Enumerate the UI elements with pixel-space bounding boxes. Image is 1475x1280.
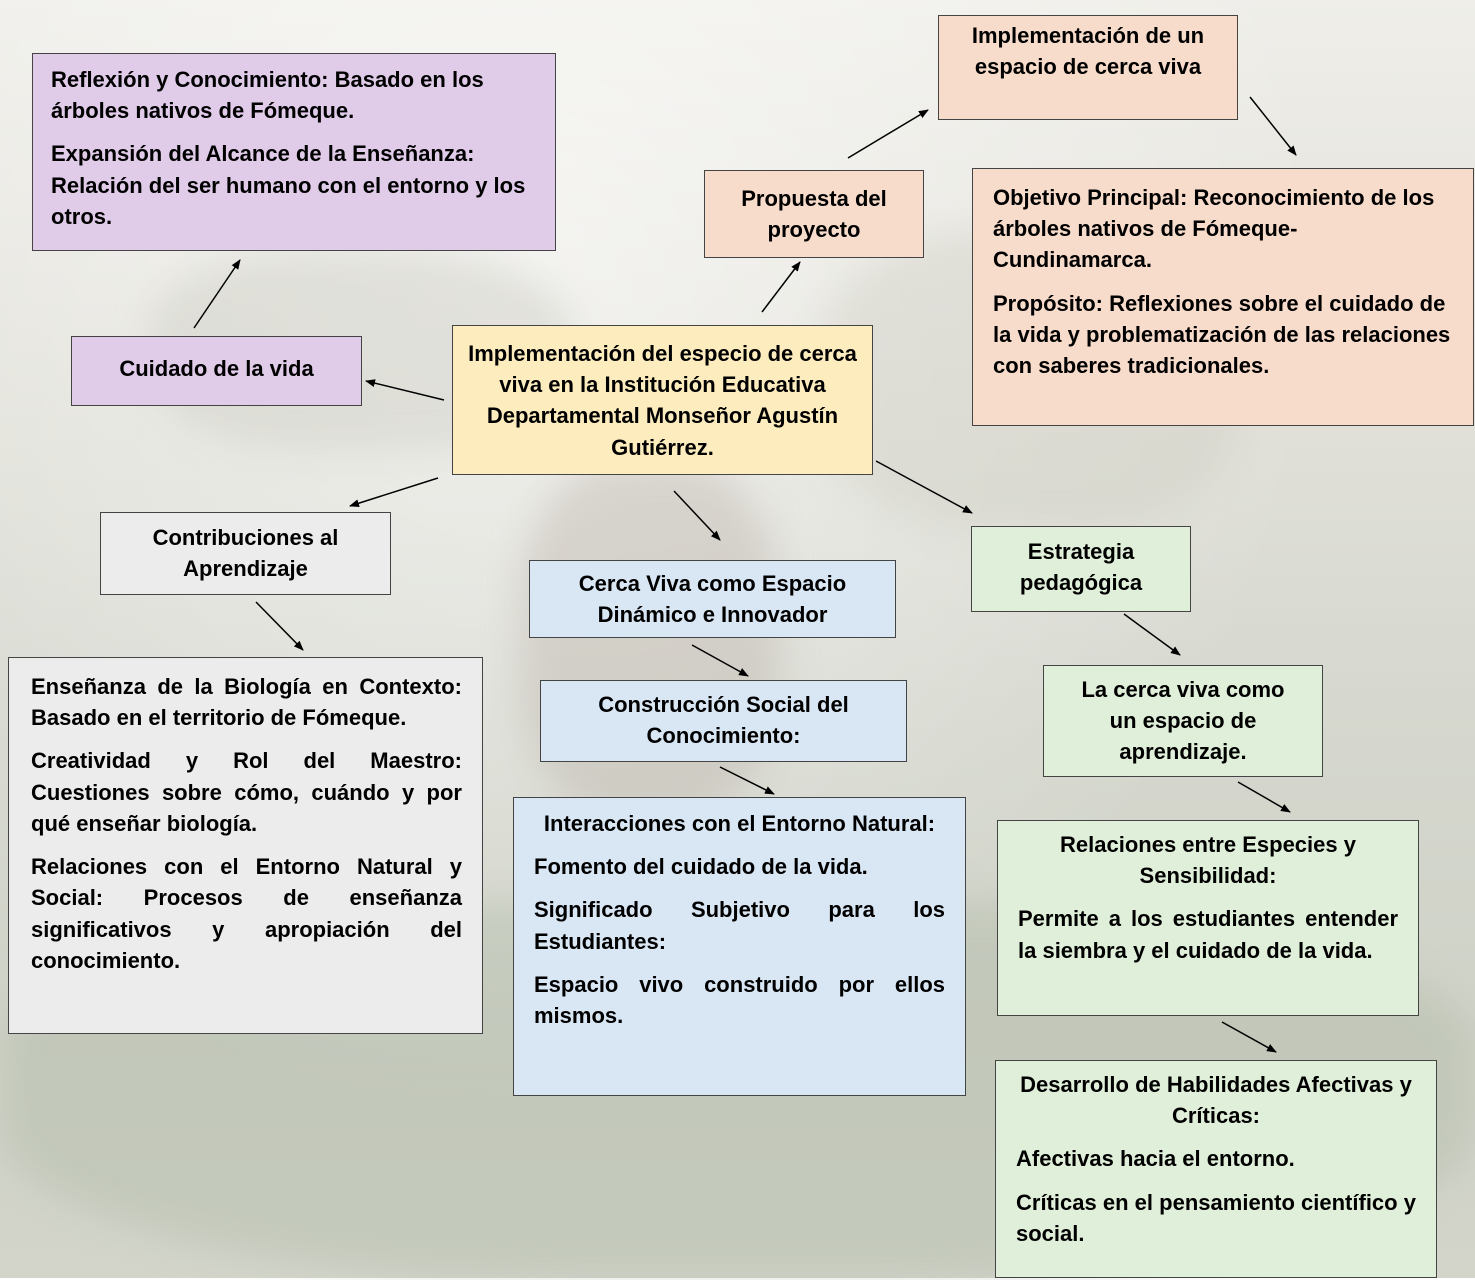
estrategia-text: Estrategia pedagógica (1019, 539, 1143, 596)
estrategia-box: Estrategia pedagógica (971, 526, 1191, 612)
arrow-center-to-contribuciones (349, 477, 439, 508)
center-box: Implementación del especio de cerca viva… (452, 325, 873, 475)
objetivo-box: Objetivo Principal: Reconocimiento de lo… (972, 168, 1474, 426)
arrow-center-to-propuesta (761, 261, 801, 313)
criticas-text: Críticas en el pensamiento científico y … (1016, 1189, 1416, 1246)
desarrollo-title: Desarrollo de Habilidades Afectivas y Cr… (1020, 1072, 1412, 1129)
implementacion-box: Implementación de un espacio de cerca vi… (938, 15, 1238, 120)
cerca-viva-box: Cerca Viva como Espacio Dinámico e Innov… (529, 560, 896, 638)
permite-text: Permite a los estudiantes entender la si… (1018, 906, 1398, 963)
construccion-text: Construcción Social del Conocimiento: (598, 692, 849, 749)
expansion-text: Expansión del Alcance de la Enseñanza: R… (51, 141, 526, 229)
creatividad-text: Creatividad y Rol del Maestro: Cuestione… (31, 748, 462, 836)
reflexion-text: Reflexión y Conocimiento: Basado en los … (51, 67, 484, 124)
arrow-relaciones-to-desarrollo (1221, 1021, 1277, 1053)
implementacion-text: Implementación de un espacio de cerca vi… (971, 23, 1205, 80)
arrow-implementacion-to-objetivo (1249, 96, 1297, 156)
desarrollo-box: Desarrollo de Habilidades Afectivas y Cr… (995, 1060, 1437, 1278)
propuesta-text: Propuesta del proyecto (741, 186, 887, 243)
center-text: Implementación del especio de cerca viva… (468, 341, 857, 460)
interacciones-box: Interacciones con el Entorno Natural: Fo… (513, 797, 966, 1096)
objetivo-text: Objetivo Principal: Reconocimiento de lo… (993, 185, 1435, 273)
cuidado-box: Cuidado de la vida (71, 336, 362, 406)
contribuciones-box: Contribuciones al Aprendizaje (100, 512, 391, 595)
cerca-espacio-text: La cerca viva como un espacio de aprendi… (1081, 677, 1285, 765)
propuesta-box: Propuesta del proyecto (704, 170, 924, 258)
arrow-propuesta-to-implementacion (847, 109, 929, 159)
arrow-center-to-cerca-viva (673, 490, 721, 541)
ensenanza-box: Enseñanza de la Biología en Contexto: Ba… (8, 657, 483, 1034)
proposito-text: Propósito: Reflexiones sobre el cuidado … (993, 290, 1451, 379)
arrow-center-to-cuidado (365, 379, 445, 401)
espacio-vivo-text: Espacio vivo construido por ellos mismos… (534, 971, 945, 1029)
construccion-box: Construcción Social del Conocimiento: (540, 680, 907, 762)
cerca-espacio-box: La cerca viva como un espacio de aprendi… (1043, 665, 1323, 777)
arrow-center-to-estrategia (875, 460, 973, 514)
contribuciones-text: Contribuciones al Aprendizaje (152, 525, 339, 582)
arrow-construccion-to-interacciones (719, 766, 775, 795)
arrow-estrategia-to-cerca-espacio (1123, 613, 1181, 656)
arrow-contribuciones-to-ensenanza (255, 601, 304, 651)
arrow-cerca-viva-to-construccion (691, 644, 749, 677)
relaciones-title: Relaciones entre Especies y Sensibilidad… (1060, 832, 1356, 889)
cerca-viva-text: Cerca Viva como Espacio Dinámico e Innov… (578, 571, 847, 628)
fomento-text: Fomento del cuidado de la vida. (534, 854, 868, 880)
arrow-cuidado-to-reflexion (193, 259, 241, 329)
reflexion-box: Reflexión y Conocimiento: Basado en los … (32, 53, 556, 251)
cuidado-text: Cuidado de la vida (119, 356, 314, 381)
relaciones-box: Relaciones entre Especies y Sensibilidad… (997, 820, 1419, 1016)
interacciones-title: Interacciones con el Entorno Natural: (543, 811, 936, 836)
ensenanza-text: Enseñanza de la Biología en Contexto: Ba… (31, 674, 462, 731)
relaciones-entorno-text: Relaciones con el Entorno Natural y Soci… (31, 854, 462, 973)
significado-text: Significado Subjetivo para los Estudiant… (534, 897, 945, 954)
afectivas-text: Afectivas hacia el entorno. (1016, 1146, 1295, 1172)
arrow-cerca-espacio-to-relaciones (1237, 781, 1291, 813)
